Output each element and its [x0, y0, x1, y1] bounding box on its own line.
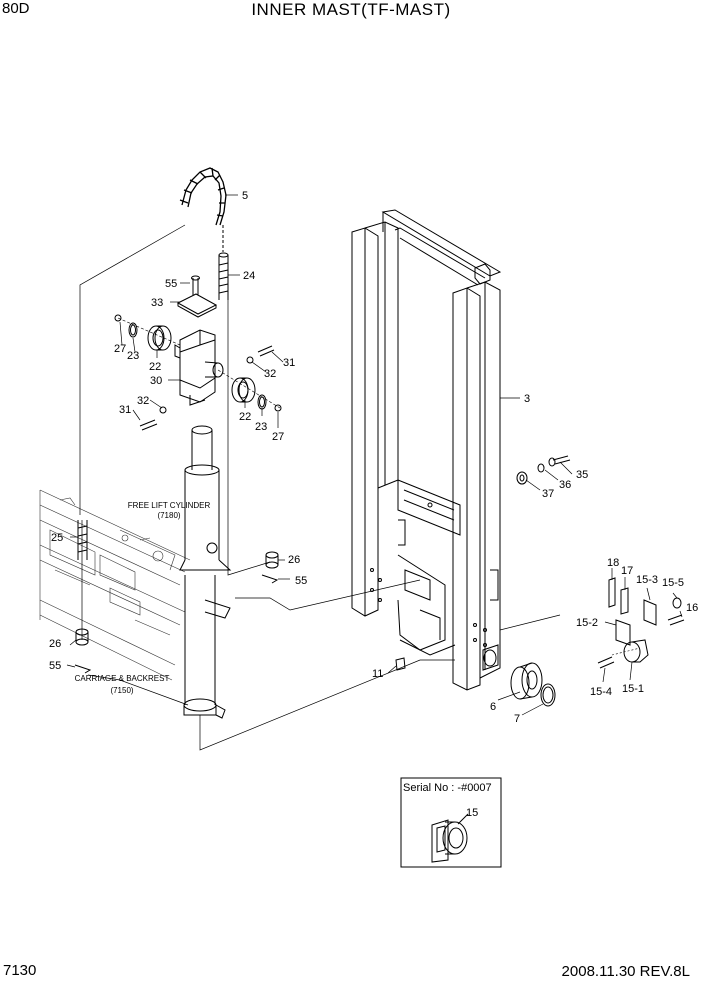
part-label-30: 30 [150, 375, 162, 387]
part-label-37: 37 [542, 488, 554, 500]
serial-number-label: Serial No : -#0007 [403, 782, 492, 794]
part-label-15-2: 15-2 [576, 617, 598, 629]
model-code: 80D [2, 0, 30, 17]
part-label-16: 16 [686, 602, 698, 614]
part-label-5: 5 [242, 190, 248, 202]
part-label-7: 7 [514, 713, 520, 725]
carriage-backrest-code: (7150) [110, 686, 133, 695]
part-label-23: 23 [255, 421, 267, 433]
inset-part-label-15: 15 [466, 807, 478, 819]
part-label-55: 55 [165, 278, 177, 290]
part-label-36: 36 [559, 479, 571, 491]
carriage-backrest-label: CARRIAGE & BACKREST [75, 674, 170, 683]
anchor-bolt-drawing [218, 225, 229, 300]
part-label-6: 6 [490, 701, 496, 713]
serial-inset-box [400, 777, 502, 868]
page-title: INNER MAST(TF-MAST) [251, 0, 451, 19]
free-lift-cylinder-label: FREE LIFT CYLINDER [128, 501, 211, 510]
part-label-15-5: 15-5 [662, 577, 684, 589]
reference-lines [79, 224, 561, 751]
chain-drawing [179, 167, 227, 226]
free-lift-cylinder-code: (7180) [157, 511, 180, 520]
lift-cylinder-drawing [179, 425, 232, 719]
side-roller-drawing [597, 577, 685, 669]
part-label-15-1: 15-1 [622, 683, 644, 695]
bolt-set-drawing [516, 455, 571, 485]
part-label-32: 32 [137, 395, 149, 407]
part-label-33: 33 [151, 297, 163, 309]
carriage-outline [39, 489, 191, 681]
part-label-31: 31 [119, 404, 131, 416]
part-label-18: 18 [607, 557, 619, 569]
part-label-35: 35 [576, 469, 588, 481]
roller-drawing [510, 662, 556, 707]
revision-date: 2008.11.30 REV.8L [561, 963, 690, 980]
part-label-26: 26 [49, 638, 61, 650]
leader-lines [66, 194, 683, 716]
part-label-22: 22 [239, 411, 251, 423]
page-number: 7130 [3, 962, 37, 979]
part-label-23: 23 [127, 350, 139, 362]
part-label-25: 25 [51, 532, 63, 544]
part-label-32: 32 [264, 368, 276, 380]
part-label-27: 27 [272, 431, 284, 443]
part-label-11: 11 [372, 668, 383, 680]
lower-parts-drawing [74, 520, 406, 674]
part-label-15-3: 15-3 [636, 574, 658, 586]
part-label-15-4: 15-4 [590, 686, 612, 698]
part-label-17: 17 [621, 565, 633, 577]
part-label-55: 55 [49, 660, 61, 672]
part-label-55: 55 [295, 575, 307, 587]
part-label-27: 27 [114, 343, 126, 355]
part-label-24: 24 [243, 270, 255, 282]
inner-mast-drawing [351, 209, 502, 691]
part-label-3: 3 [524, 393, 530, 405]
part-label-26: 26 [288, 554, 300, 566]
part-label-31: 31 [283, 357, 295, 369]
part-label-22: 22 [149, 361, 161, 373]
